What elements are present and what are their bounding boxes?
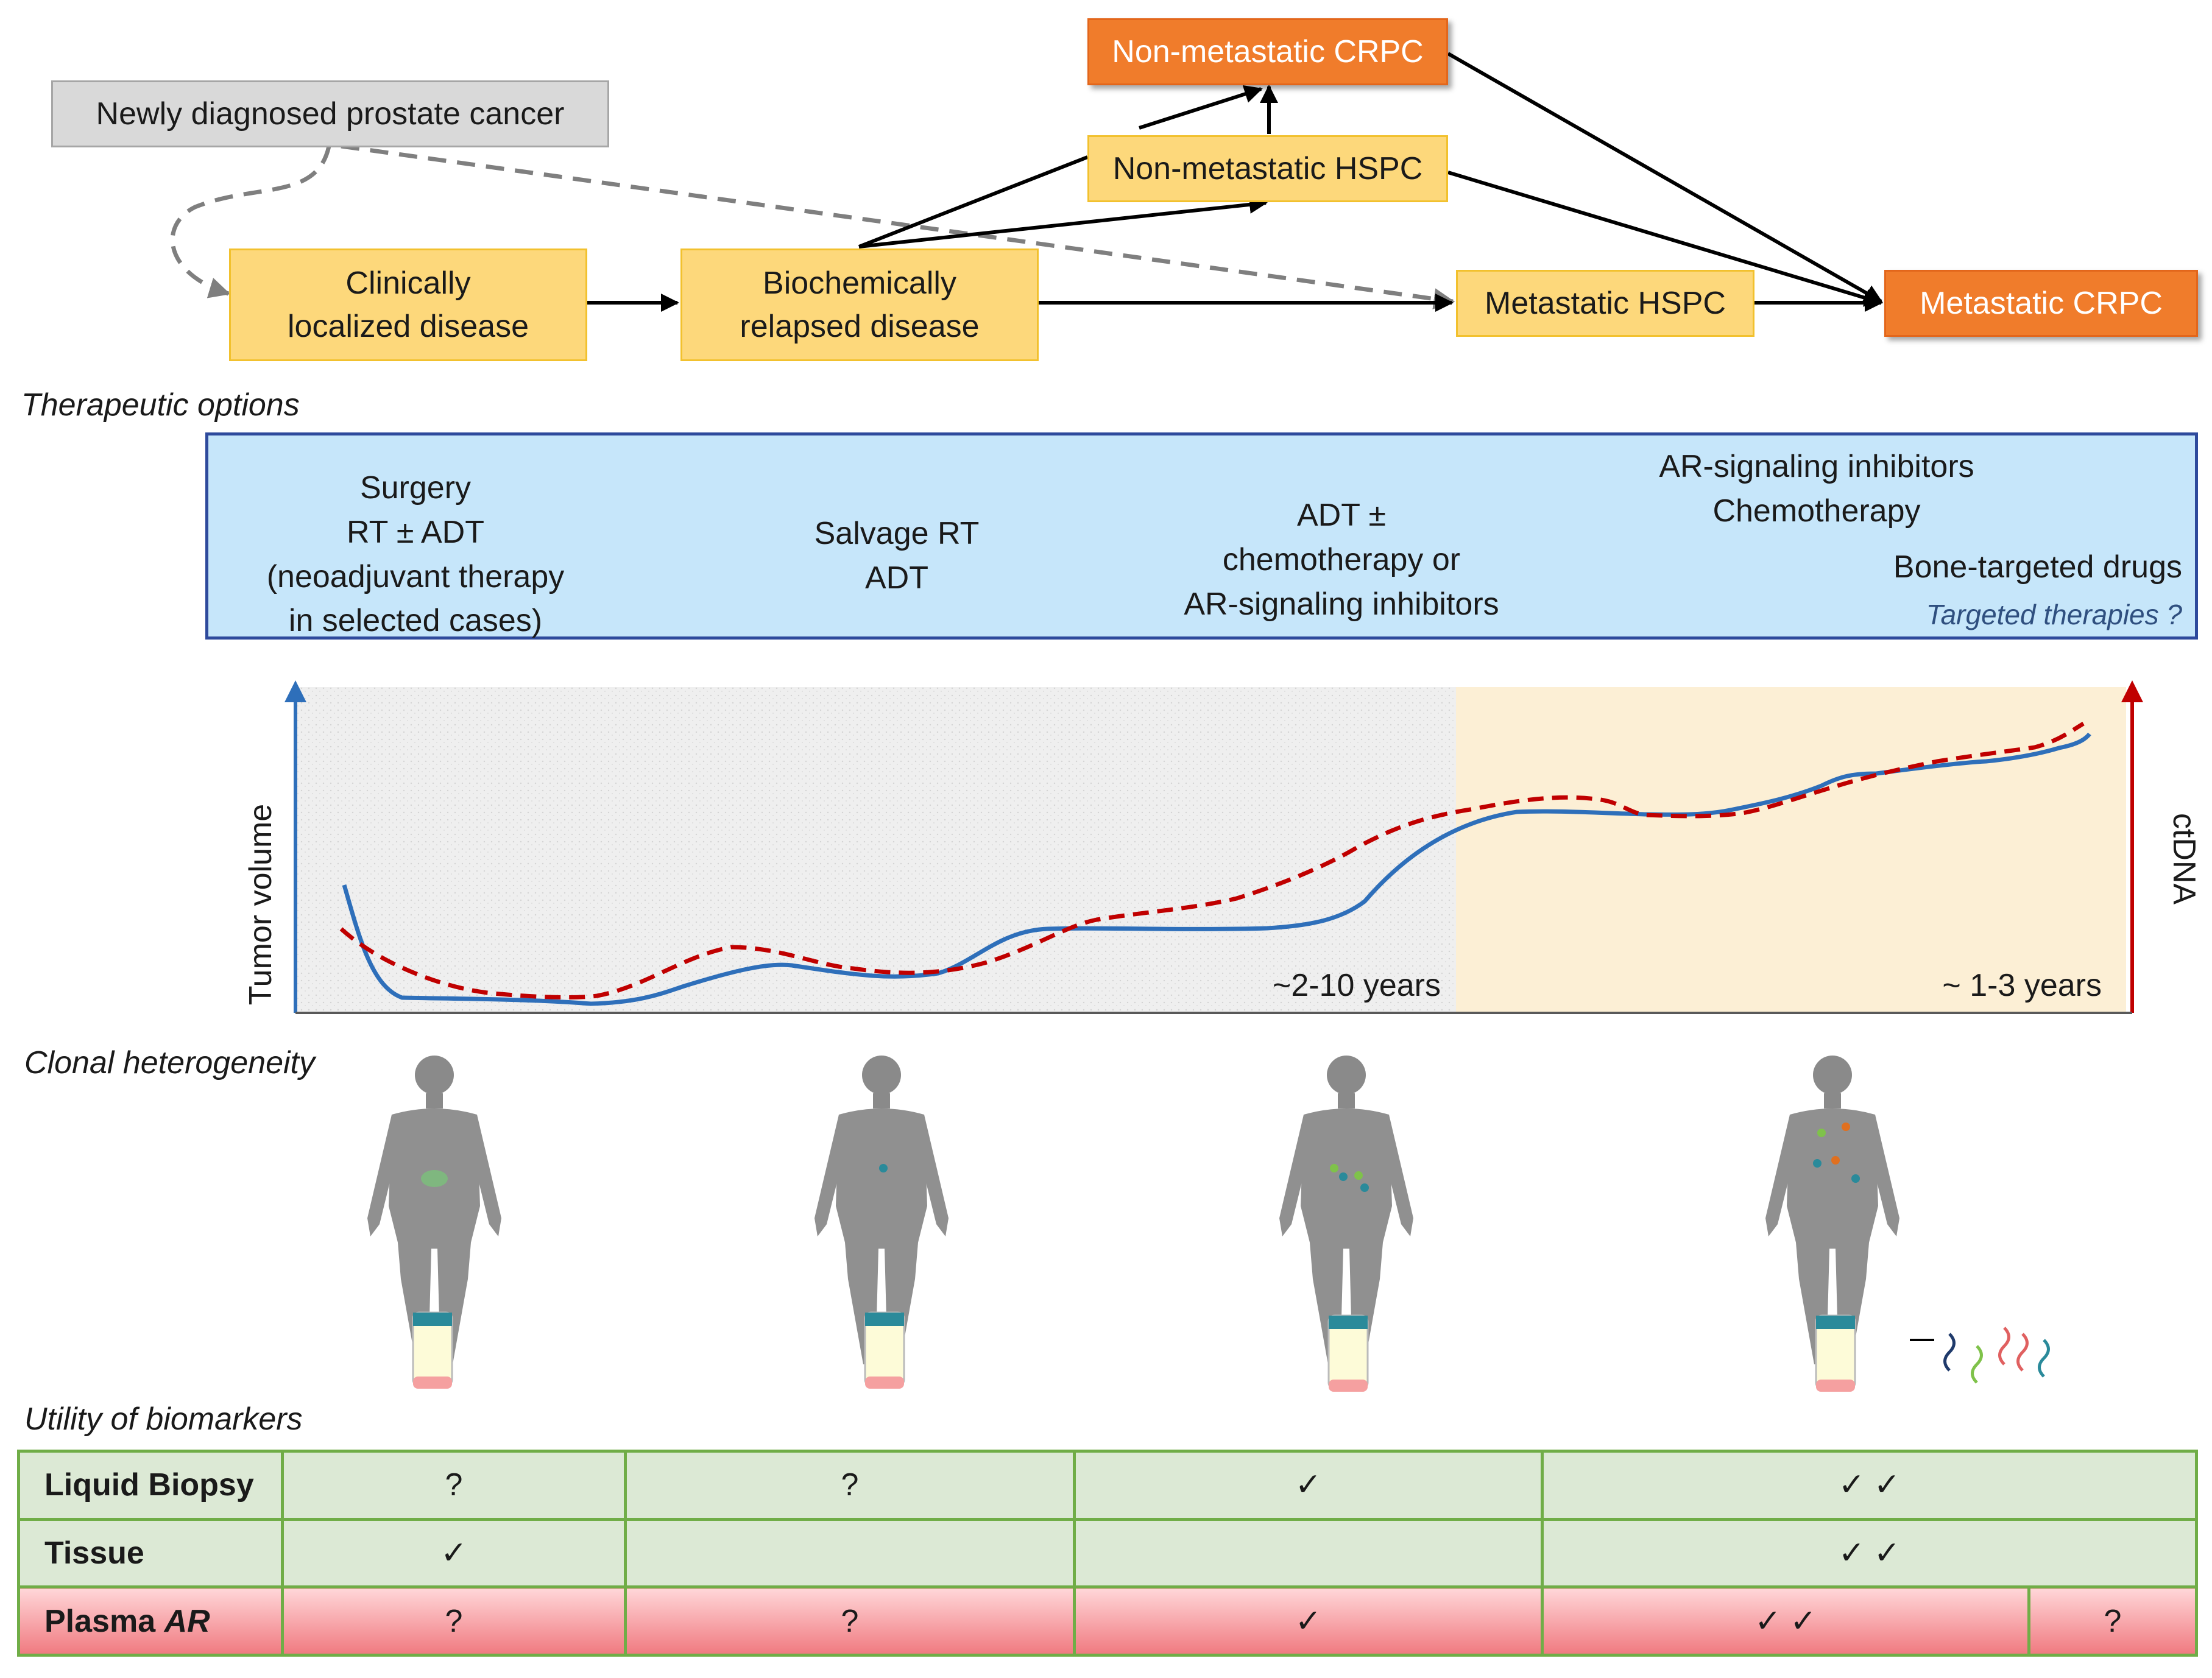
clinically-localized-line1: Clinically <box>345 266 471 301</box>
table-cell: ✓ <box>281 1517 627 1589</box>
table-cell <box>1073 1517 1544 1589</box>
clinically-localized-box: Clinically localized disease <box>229 249 587 361</box>
chart-bg-crpc <box>1456 687 2126 1013</box>
flow-arrows <box>170 52 1883 312</box>
table-row-liquid-biopsy: Liquid Biopsy ? ? ✓ ✓ ✓ <box>17 1450 2198 1521</box>
tumor-ctdna-chart: Tumor volume ctDNA ~2-10 years ~ 1-3 yea… <box>243 680 2202 1014</box>
therapy-text: Salvage RT <box>814 516 980 551</box>
table-cell: ? <box>624 1450 1076 1521</box>
y-label-ctdna: ctDNA <box>2166 813 2202 905</box>
ctdna-line <box>339 721 2085 999</box>
newly-diagnosed-box: Newly diagnosed prostate cancer <box>51 80 609 147</box>
therapy-text: RT ± ADT <box>346 514 484 550</box>
row-label-plasma-ar: Plasma AR <box>17 1585 284 1657</box>
therapy-text: (neoadjuvant therapy <box>266 559 565 594</box>
biochemically-relapsed-line1: Biochemically <box>763 266 956 301</box>
therapy-text: AR-signaling inhibitors <box>1184 586 1499 622</box>
blood-tube-localized <box>412 1311 453 1390</box>
blood-tube-hspc <box>1327 1314 1369 1393</box>
ctdna-fragments-icon <box>1910 1327 2050 1384</box>
utility-biomarkers-title: Utility of biomarkers <box>24 1401 303 1437</box>
table-cell: ? <box>281 1585 627 1657</box>
blood-tube-relapsed <box>864 1311 905 1390</box>
table-cell: ✓ ✓ <box>1541 1517 2198 1589</box>
nonmet-hspc-label: Non-metastatic HSPC <box>1112 150 1423 186</box>
row-label-plasma: Plasma <box>44 1603 164 1639</box>
table-cell: ✓ <box>1073 1585 1544 1657</box>
table-cell: ? <box>2027 1585 2198 1657</box>
body-figure-hspc <box>1279 1056 1413 1364</box>
met-crpc-label: Metastatic CRPC <box>1920 285 2163 321</box>
therapy-text: AR-signaling inhibitors <box>1659 449 1974 484</box>
tumor-volume-line <box>342 732 2091 1006</box>
biochemically-relapsed-box: Biochemically relapsed disease <box>680 249 1039 361</box>
dashed-arrow-to-met-hspc <box>341 144 1455 309</box>
met-hspc-box: Metastatic HSPC <box>1456 270 1754 337</box>
dashed-arrow-to-localized <box>170 146 331 298</box>
therapy-panel: Surgery RT ± ADT (neoadjuvant therapy in… <box>205 432 2198 640</box>
annotation-2-10-years: ~2-10 years <box>1273 968 1441 1003</box>
table-cell: ✓ ✓ <box>1541 1585 2030 1657</box>
therapy-col-relapsed: Salvage RT ADT <box>744 512 1049 601</box>
table-cell: ? <box>624 1585 1076 1657</box>
therapy-text: Surgery <box>359 470 472 506</box>
met-crpc-box: Metastatic CRPC <box>1884 270 2198 337</box>
table-row-plasma-ar: Plasma AR ? ? ✓ ✓ ✓ ? <box>17 1585 2198 1657</box>
therapy-col-crpc-b: Bone-targeted drugs <box>1893 549 2182 585</box>
row-label-ar: AR <box>164 1603 210 1639</box>
annotation-1-3-years: ~ 1-3 years <box>1942 968 2102 1003</box>
y-label-tumor-volume: Tumor volume <box>243 804 278 1005</box>
met-hspc-label: Metastatic HSPC <box>1485 285 1726 321</box>
blood-tube-crpc <box>1815 1314 1856 1393</box>
table-cell: ? <box>281 1450 627 1521</box>
therapeutic-options-title: Therapeutic options <box>21 387 300 423</box>
row-label-liquid-biopsy: Liquid Biopsy <box>17 1450 284 1521</box>
table-cell <box>624 1517 1076 1589</box>
therapy-col-localized: Surgery RT ± ADT (neoadjuvant therapy in… <box>221 466 610 643</box>
biomarker-table: Liquid Biopsy ? ? ✓ ✓ ✓ Tissue ✓ ✓ ✓ Pla… <box>17 1450 2198 1657</box>
therapy-text: in selected cases) <box>288 603 543 639</box>
chart-bg-hspc <box>295 687 1456 1013</box>
clonal-figures <box>367 1056 2050 1393</box>
table-cell: ✓ <box>1073 1450 1544 1521</box>
nonmet-crpc-label: Non-metastatic CRPC <box>1112 33 1424 69</box>
table-cell: ✓ ✓ <box>1541 1450 2198 1521</box>
table-row-tissue: Tissue ✓ ✓ ✓ <box>17 1517 2198 1589</box>
row-label-tissue: Tissue <box>17 1517 284 1589</box>
body-figure-relapsed <box>814 1056 949 1364</box>
therapy-text: Chemotherapy <box>1712 493 1921 529</box>
body-figure-crpc <box>1765 1056 1899 1364</box>
therapy-col-hspc: ADT ± chemotherapy or AR-signaling inhib… <box>1128 493 1555 626</box>
clonal-heterogeneity-title: Clonal heterogeneity <box>24 1045 315 1080</box>
biochemically-relapsed-line2: relapsed disease <box>740 308 980 344</box>
therapy-text: chemotherapy or <box>1222 541 1461 577</box>
nonmet-hspc-box: Non-metastatic HSPC <box>1087 135 1448 202</box>
nonmet-crpc-box: Non-metastatic CRPC <box>1087 18 1448 85</box>
therapy-text: ADT ± <box>1296 498 1387 533</box>
clinically-localized-line2: localized disease <box>287 308 529 344</box>
therapy-col-crpc-a: AR-signaling inhibitors Chemotherapy <box>1603 445 2030 534</box>
body-figure-localized <box>367 1056 501 1364</box>
therapy-text: ADT <box>865 560 928 596</box>
newly-diagnosed-label: Newly diagnosed prostate cancer <box>96 96 565 132</box>
therapy-col-crpc-c: Targeted therapies ? <box>1926 599 2182 630</box>
